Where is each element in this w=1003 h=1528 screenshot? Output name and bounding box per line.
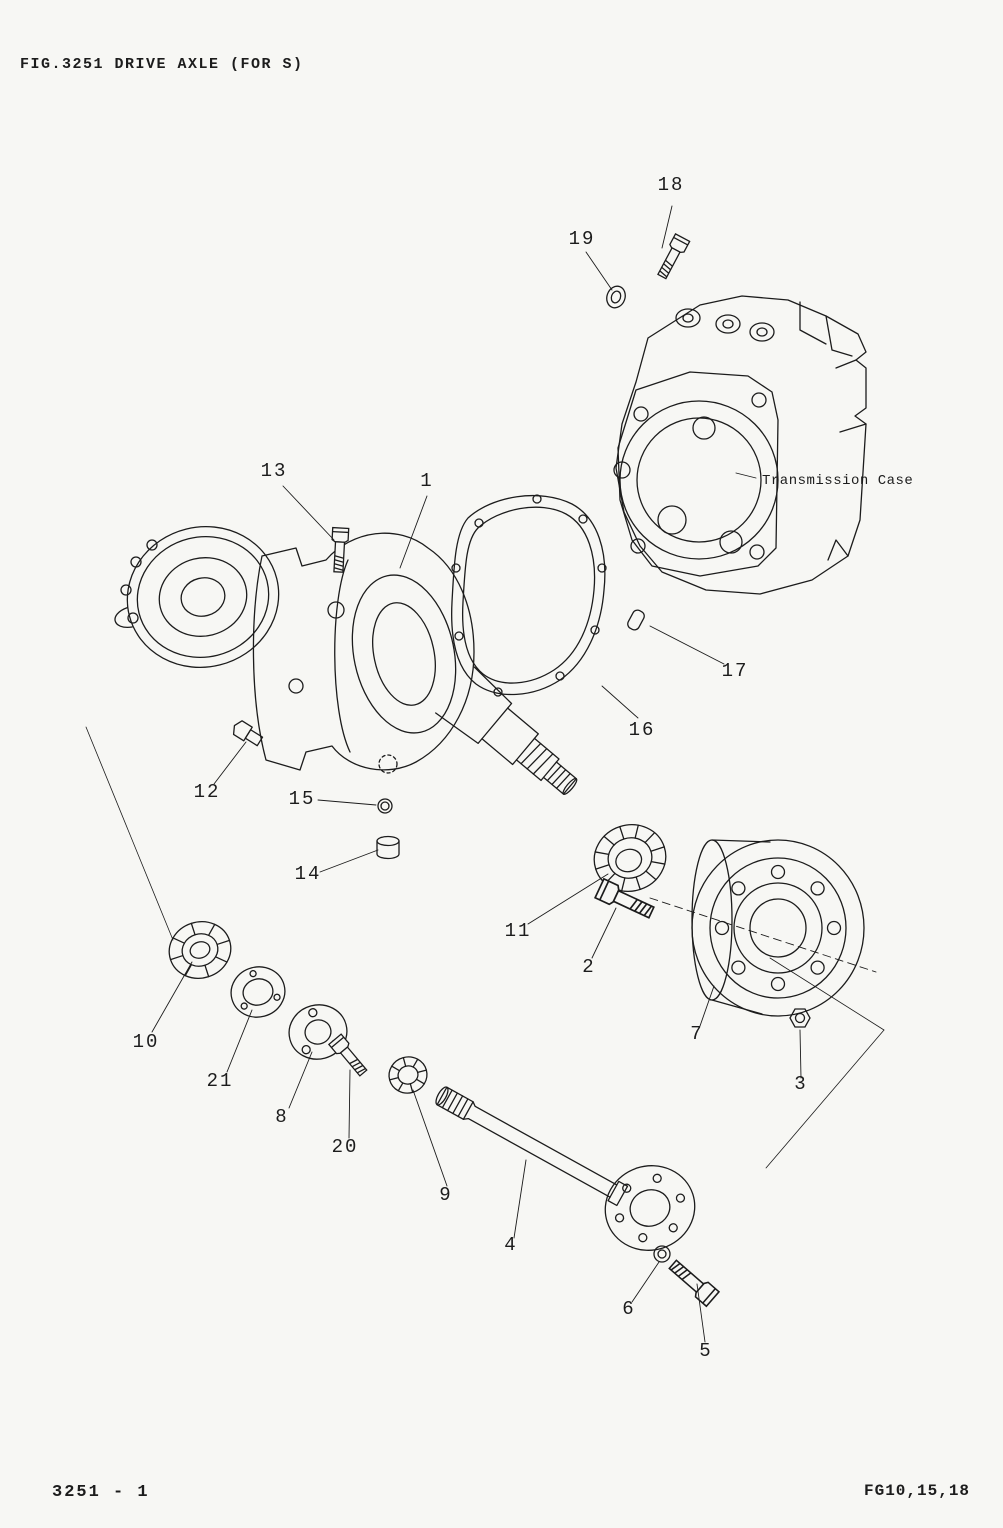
footer-figure-number: 3251 - 1	[52, 1483, 150, 1502]
callout-5: 5	[699, 1340, 712, 1362]
washer-part-6	[653, 1245, 671, 1263]
callout-7: 7	[690, 1023, 703, 1045]
construction-lines	[85, 726, 885, 1169]
bearing-part-10	[168, 921, 232, 979]
callout-18: 18	[658, 174, 685, 196]
bolt-part-20	[328, 1033, 371, 1079]
footer-model-codes: FG10,15,18	[864, 1482, 970, 1500]
callout-8: 8	[275, 1106, 288, 1128]
callout-17: 17	[722, 660, 749, 682]
oring-part-15	[377, 798, 393, 814]
shim-plate-part-21	[230, 966, 286, 1018]
bolt-part-2	[594, 878, 657, 923]
bolt-part-5	[665, 1256, 720, 1308]
callout-2: 2	[582, 956, 595, 978]
callout-19: 19	[569, 228, 596, 250]
bolt-part-18	[654, 233, 691, 281]
callout-12: 12	[194, 781, 221, 803]
callout-21: 21	[207, 1070, 234, 1092]
nut-part-3	[789, 1008, 811, 1028]
transmission-case-label: Transmission Case	[762, 473, 913, 489]
callout-15: 15	[289, 788, 316, 810]
axle-housing-part-1	[114, 525, 578, 795]
plug-part-12	[232, 720, 264, 747]
washer-part-19	[603, 282, 629, 312]
transmission-case	[613, 295, 867, 595]
axle-shaft-part-4	[435, 1086, 696, 1251]
figure-title: FIG.3251 DRIVE AXLE (FOR S)	[20, 56, 304, 73]
callout-labels: 1 2 3 4 5 6 7 8 9 10 11 12 13 14 15 16 1…	[133, 174, 807, 1362]
callout-13: 13	[261, 460, 288, 482]
callout-9: 9	[439, 1184, 452, 1206]
leader-lines	[151, 205, 802, 1343]
pin-part-17	[627, 609, 645, 631]
callout-4: 4	[504, 1234, 517, 1256]
callout-1: 1	[420, 470, 433, 492]
bearing-part-9	[388, 1056, 428, 1094]
callout-10: 10	[133, 1031, 160, 1053]
callout-11: 11	[505, 920, 532, 942]
hub-drum-part-7	[649, 839, 877, 1017]
callout-14: 14	[295, 863, 322, 885]
plug-part-14	[376, 835, 400, 860]
callout-6: 6	[622, 1298, 635, 1320]
callout-3: 3	[794, 1073, 807, 1095]
callout-16: 16	[629, 719, 656, 741]
gasket-part-16	[451, 494, 607, 697]
callout-20: 20	[332, 1136, 359, 1158]
bearing-part-11	[593, 824, 667, 892]
